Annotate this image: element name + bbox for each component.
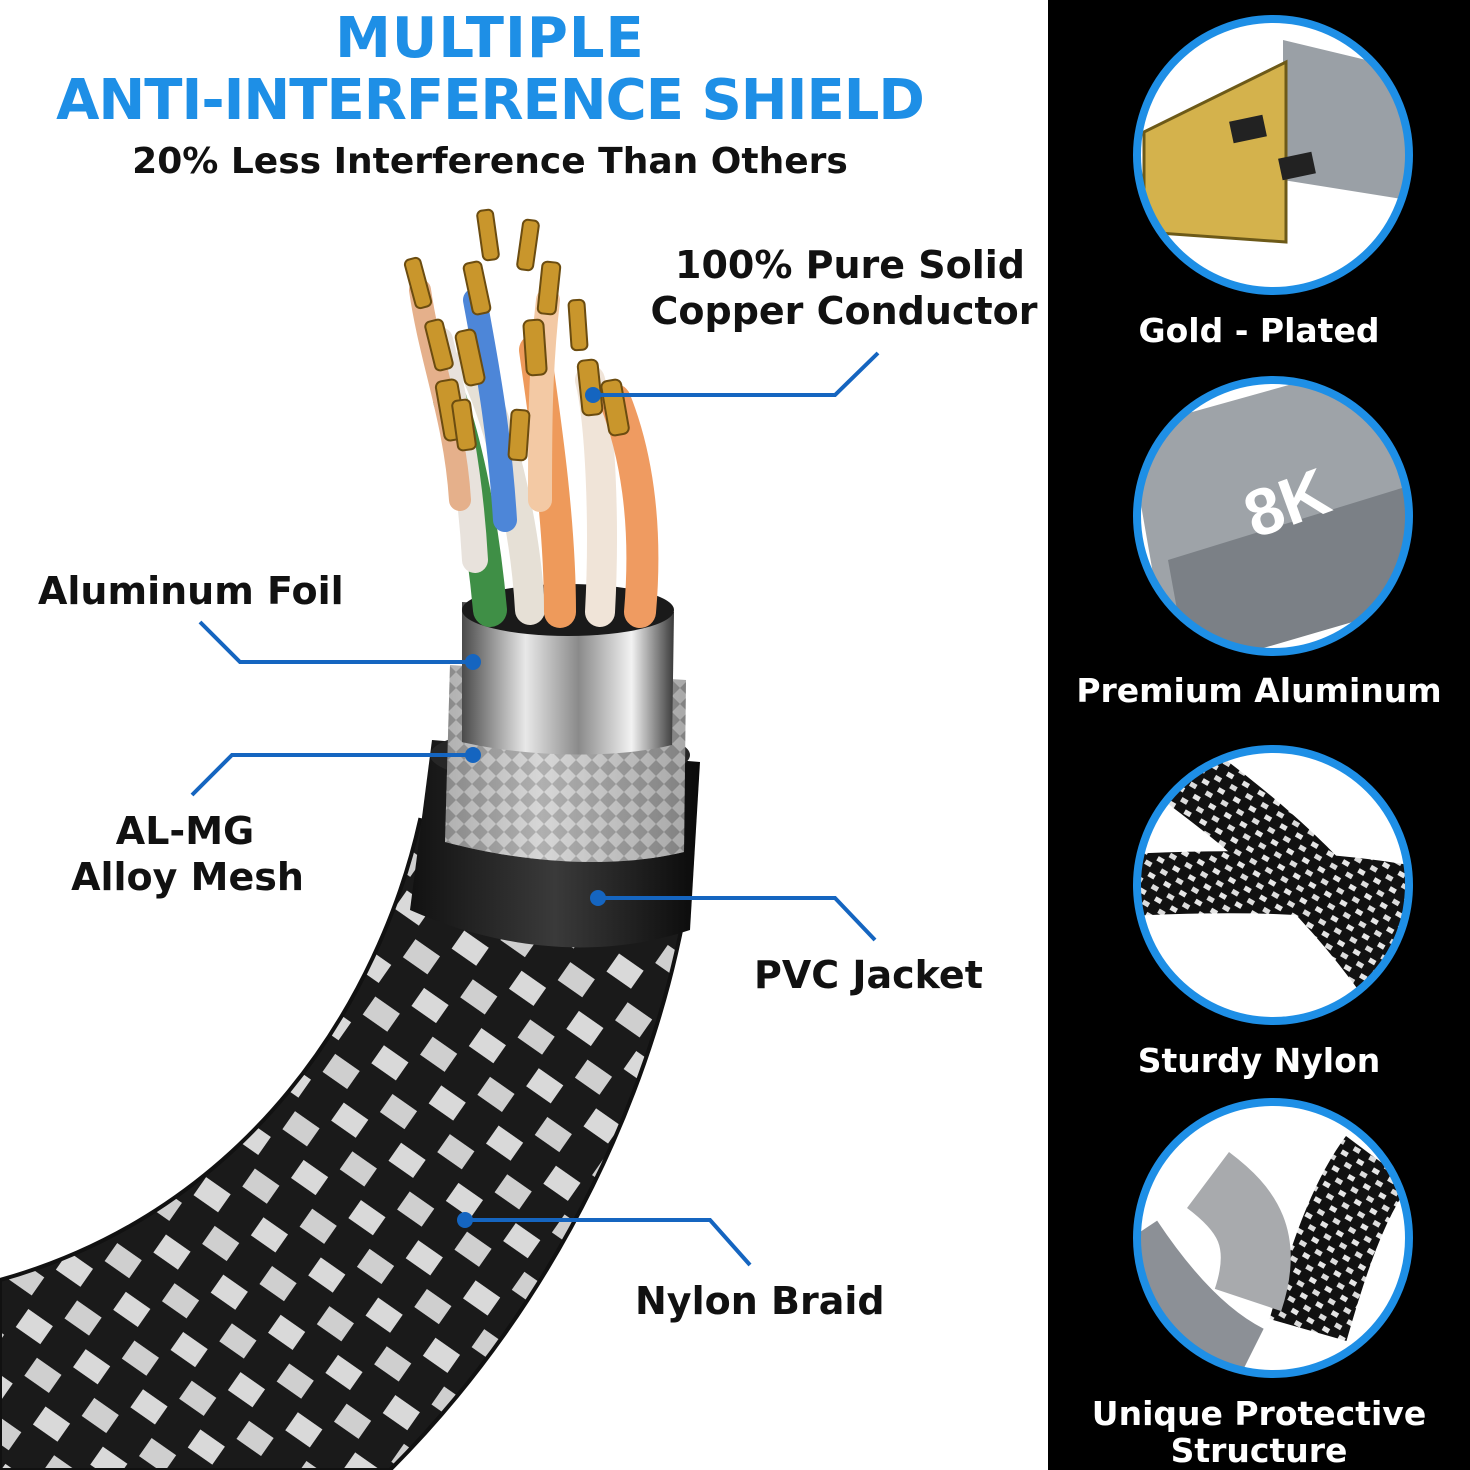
subtitle: 20% Less Interference Than Others [132,141,848,182]
nylon-braid-icon [1133,745,1413,1025]
strain-relief-icon [1133,1098,1413,1378]
cable-cutaway-illustration [0,208,880,1470]
aluminum-shell-icon: 8K [1133,376,1413,656]
feature-label-gold-plated: Gold - Plated [1138,311,1380,350]
features-panel: 8K Gold - Plated Premium Aluminum Stur [1048,0,1470,1470]
gold-plated-connector-icon [1133,15,1413,295]
alloy-mesh-label-1: AL-MG [115,809,255,853]
leader-lines [190,351,880,1267]
copper-conductor-label-1: 100% Pure Solid [675,243,1025,287]
cable-diagram-panel: MULTIPLE ANTI-INTERFERENCE SHIELD 20% Le… [0,6,1038,1470]
copper-conductor-label-2: Copper Conductor [650,289,1038,333]
feature-label-sturdy-nylon: Sturdy Nylon [1137,1041,1381,1080]
alloy-mesh-label-2: Alloy Mesh [71,855,304,899]
nylon-braid-label: Nylon Braid [635,1279,885,1323]
feature-icons: 8K [1133,15,1413,1378]
feature-label-protective-structure-2: Structure [1170,1431,1348,1470]
title-line-1: MULTIPLE [335,6,645,71]
title-line-2: ANTI-INTERFERENCE SHIELD [56,68,925,133]
feature-label-protective-structure-1: Unique Protective [1091,1394,1427,1433]
aluminum-foil-label: Aluminum Foil [38,569,344,613]
pvc-jacket-label: PVC Jacket [754,953,983,997]
feature-label-premium-aluminum: Premium Aluminum [1076,671,1442,710]
